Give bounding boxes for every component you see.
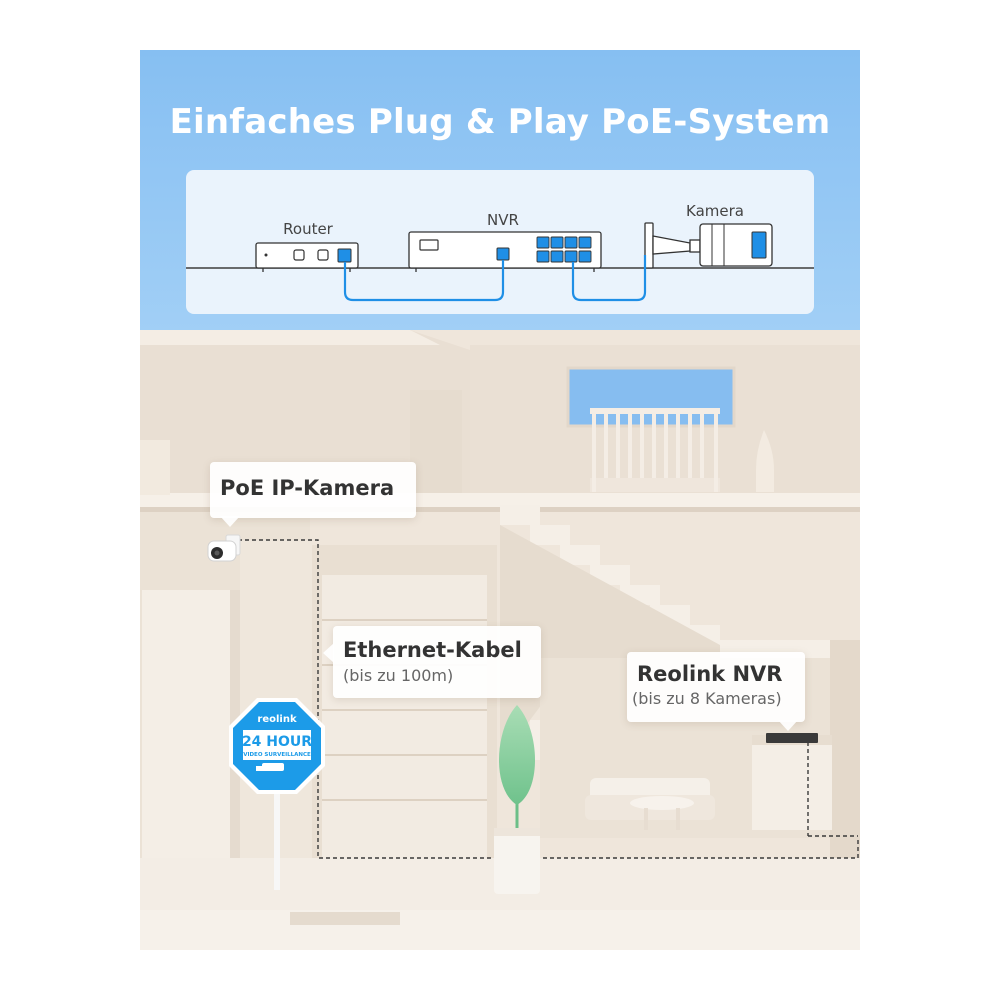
- coffee-table: [630, 796, 694, 830]
- callout-nvr: Reolink NVR (bis zu 8 Kameras): [627, 652, 805, 722]
- front-step: [290, 912, 400, 925]
- plant: [494, 705, 540, 894]
- roof-top-face: [140, 330, 440, 345]
- callout-camera: PoE IP-Kamera: [210, 462, 416, 518]
- callout-camera-title: PoE IP-Kamera: [220, 476, 395, 500]
- right-side-wall: [830, 640, 860, 870]
- nvr-diagram-device: [408, 231, 602, 272]
- sign-brand: reolink: [257, 714, 297, 725]
- page-title: Einfaches Plug & Play PoE-System: [169, 102, 831, 142]
- callout-cable: Ethernet-Kabel (bis zu 100m): [333, 626, 541, 698]
- upstairs-wardrobe: [410, 390, 462, 493]
- nvr-cabinet: [752, 735, 832, 830]
- sign-camera-icon: [256, 763, 284, 771]
- stair-underside: [500, 525, 720, 760]
- floor-front-edge: [140, 910, 860, 950]
- nvr-device: [766, 733, 818, 743]
- camera-label: Kamera: [686, 202, 744, 220]
- upstairs-vase: [756, 430, 774, 492]
- upstairs-window-frame: [566, 366, 736, 428]
- callout-cable-subtitle: (bis zu 100m): [343, 666, 454, 685]
- sign-line1: 24 HOUR: [242, 734, 312, 750]
- upstairs-shelf: [140, 440, 170, 495]
- poe-camera-illustration: [207, 534, 241, 562]
- callout-camera-pointer: [220, 516, 240, 527]
- router-label: Router: [283, 220, 334, 238]
- surveillance-sign: [229, 698, 325, 890]
- front-door: [322, 575, 487, 860]
- camera-diagram-device: [644, 222, 773, 269]
- cable-router-to-nvr: [343, 260, 505, 302]
- router-device: [255, 242, 359, 272]
- callout-nvr-pointer: [778, 720, 798, 731]
- sign-line2: VIDEO SURVEILLANCE: [243, 752, 311, 758]
- garage-door: [142, 590, 240, 868]
- callout-cable-pointer: [323, 643, 334, 663]
- callout-nvr-subtitle: (bis zu 8 Kameras): [632, 689, 782, 708]
- callout-cable-title: Ethernet-Kabel: [343, 638, 522, 662]
- cable-nvr-to-camera: [571, 255, 647, 302]
- nvr-label: NVR: [487, 211, 519, 229]
- crib: [590, 408, 720, 492]
- ethernet-cable-path: [238, 539, 859, 859]
- roof-left: [140, 330, 470, 500]
- callout-nvr-title: Reolink NVR: [637, 662, 783, 686]
